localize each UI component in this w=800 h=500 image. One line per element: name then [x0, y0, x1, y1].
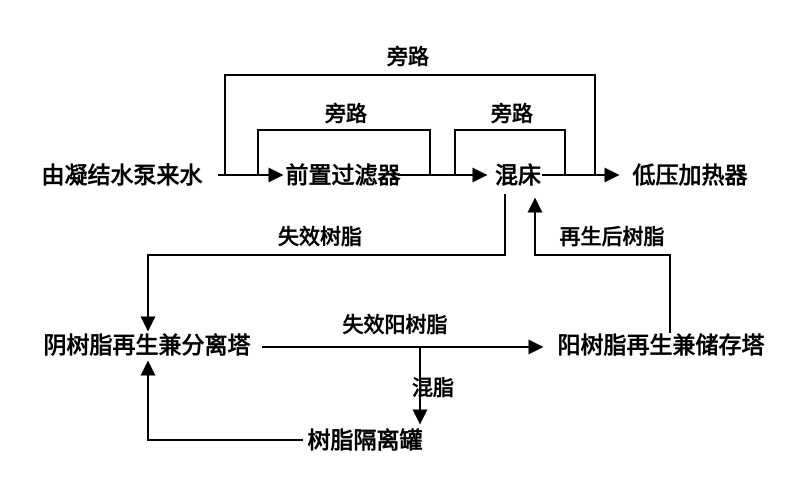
- node-source: 由凝结水泵来水: [42, 162, 204, 188]
- spent-resin-path: [140, 194, 506, 332]
- node-lp-heater: 低压加热器: [632, 162, 749, 188]
- label-bypass-left: 旁路: [324, 102, 368, 126]
- label-regenerated-resin: 再生后树脂: [560, 225, 665, 249]
- bypass-mixedbed-line: [454, 129, 566, 175]
- tank-return-path: [140, 360, 303, 441]
- node-prefilter: 前置过滤器: [286, 162, 402, 188]
- label-bypass-top: 旁路: [386, 45, 430, 69]
- node-cation-tower: 阳树脂再生兼储存塔: [558, 332, 766, 358]
- node-resin-tank: 树脂隔离罐: [308, 427, 423, 453]
- bypass-top-line: [224, 74, 596, 175]
- node-mixed-bed: 混床: [495, 162, 541, 188]
- node-anion-tower: 阴树脂再生兼分离塔: [44, 332, 252, 358]
- bypass-prefilter-line: [257, 129, 431, 175]
- label-mixed-resin: 混脂: [412, 377, 454, 400]
- label-bypass-right: 旁路: [490, 102, 534, 126]
- label-spent-resin: 失效树脂: [278, 225, 362, 249]
- regenerated-resin-path: [527, 197, 671, 333]
- label-spent-cation-resin: 失效阳树脂: [343, 313, 448, 337]
